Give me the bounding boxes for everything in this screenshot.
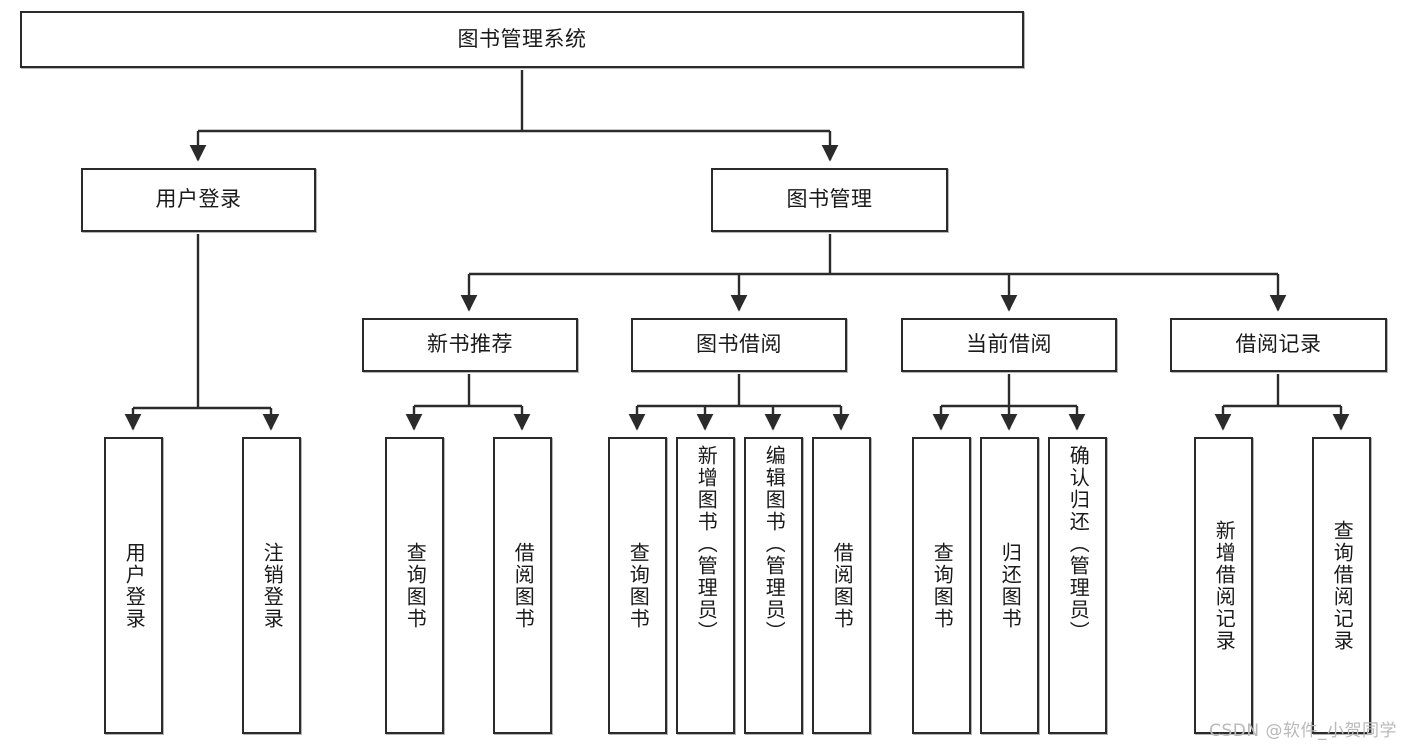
node-label: 查询图书 — [626, 541, 651, 630]
leaf-current-confirm-return-admin[interactable]: 确认归还（管理员） — [1048, 437, 1107, 734]
leaf-current-return-book[interactable]: 归还图书 — [980, 437, 1039, 734]
node-label: 新书推荐 — [427, 332, 513, 357]
node-label: 编辑图书（管理员） — [762, 445, 787, 643]
node-label: 用户登录 — [122, 541, 147, 630]
node-label: 归还图书 — [998, 541, 1023, 630]
leaf-borrow-edit-book-admin[interactable]: 编辑图书（管理员） — [744, 437, 803, 734]
node-label: 新增借阅记录 — [1212, 519, 1237, 652]
leaf-recommend-query-book[interactable]: 查询图书 — [385, 437, 444, 734]
node-label: 当前借阅 — [966, 332, 1052, 357]
node-borrow-record[interactable]: 借阅记录 — [1170, 318, 1387, 372]
node-label: 用户登录 — [155, 187, 242, 212]
node-label: 新增图书（管理员） — [694, 445, 719, 643]
node-label: 查询借阅记录 — [1330, 519, 1355, 652]
node-current-borrow[interactable]: 当前借阅 — [901, 318, 1117, 372]
leaf-recommend-borrow-book[interactable]: 借阅图书 — [493, 437, 552, 734]
node-label: 借阅图书 — [511, 541, 536, 630]
leaf-user-login-logout[interactable]: 注销登录 — [242, 437, 301, 734]
leaf-borrow-add-book-admin[interactable]: 新增图书（管理员） — [676, 437, 735, 734]
node-label: 借阅记录 — [1235, 332, 1322, 357]
leaf-record-query-record[interactable]: 查询借阅记录 — [1312, 437, 1371, 734]
node-root-system[interactable]: 图书管理系统 — [20, 11, 1024, 68]
leaf-borrow-borrow-book[interactable]: 借阅图书 — [812, 437, 871, 734]
node-label: 图书借阅 — [696, 332, 782, 357]
node-label: 查询图书 — [403, 541, 428, 630]
node-label: 图书管理系统 — [457, 26, 587, 51]
node-user-login[interactable]: 用户登录 — [81, 168, 316, 232]
leaf-user-login-login[interactable]: 用户登录 — [104, 437, 163, 734]
leaf-borrow-query-book[interactable]: 查询图书 — [608, 437, 667, 734]
node-book-borrow[interactable]: 图书借阅 — [631, 318, 847, 372]
node-label: 借阅图书 — [830, 541, 855, 630]
leaf-record-add-record[interactable]: 新增借阅记录 — [1194, 437, 1253, 734]
leaf-current-query-book[interactable]: 查询图书 — [912, 437, 971, 734]
node-new-book-recommend[interactable]: 新书推荐 — [362, 318, 578, 372]
node-book-management[interactable]: 图书管理 — [711, 168, 948, 232]
node-label: 确认归还（管理员） — [1066, 445, 1091, 643]
node-label: 注销登录 — [260, 541, 285, 630]
csdn-watermark: CSDN @软件_小贺同学 — [1209, 721, 1397, 741]
node-label: 查询图书 — [930, 541, 955, 630]
node-label: 图书管理 — [786, 187, 873, 212]
